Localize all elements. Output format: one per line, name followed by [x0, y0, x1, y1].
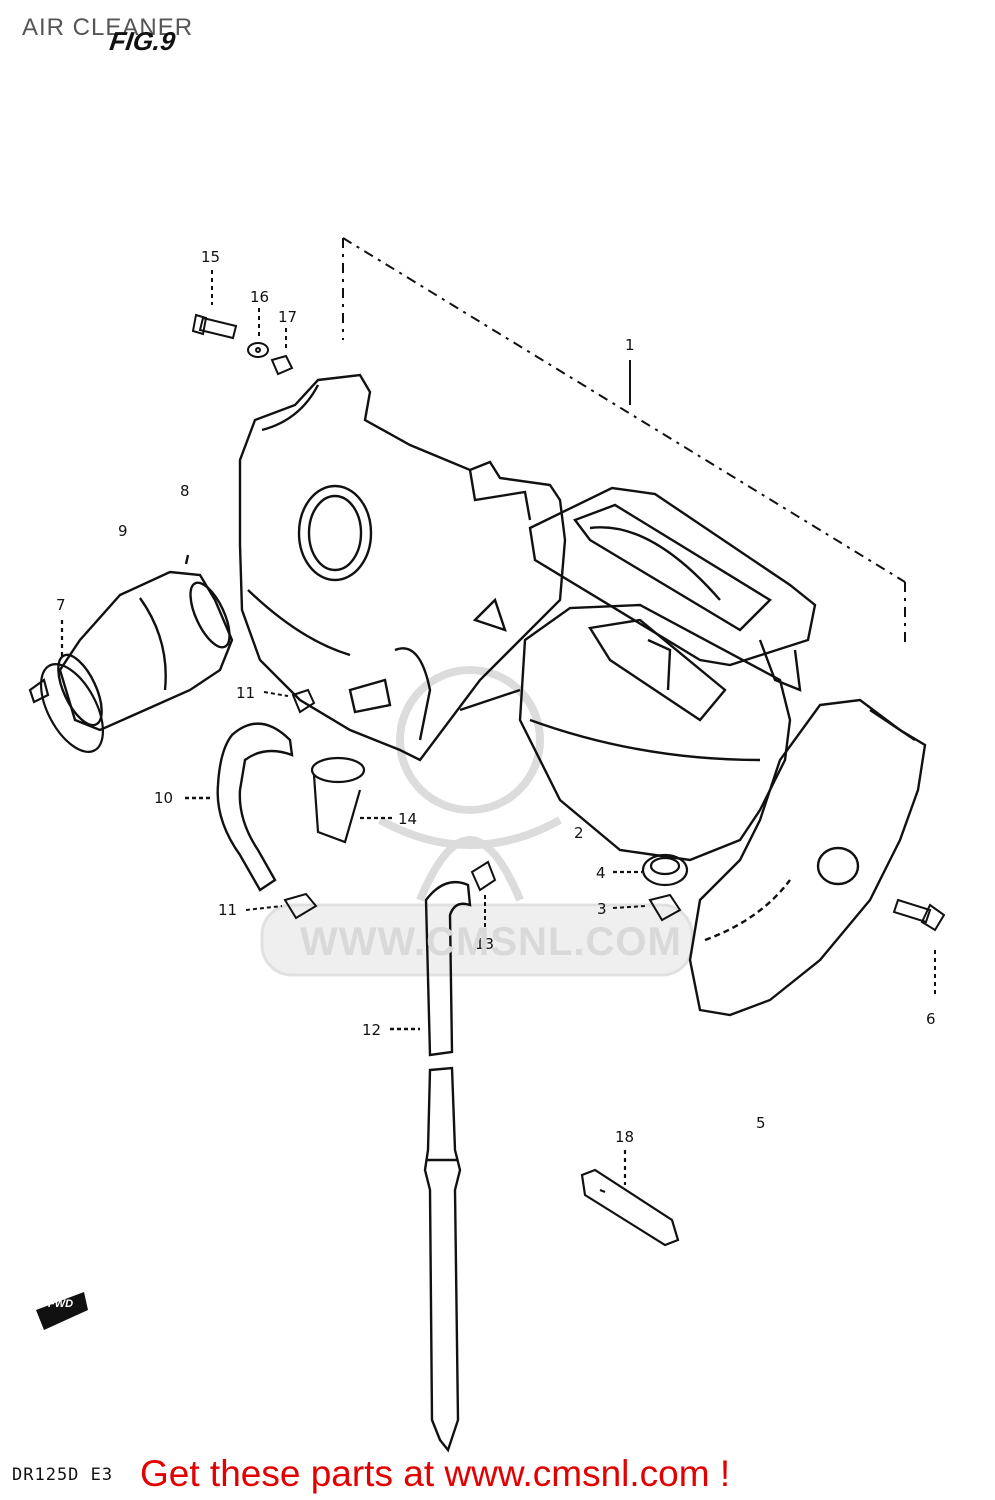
callout-8: 8 [180, 482, 190, 500]
clamp-3-icon [612, 893, 682, 922]
figure-label: FIG.9 [107, 26, 178, 56]
watermark-banner [260, 903, 694, 977]
clamp-13-icon [470, 860, 497, 930]
callout-3: 3 [597, 900, 607, 918]
bolt-15-icon [191, 270, 238, 340]
plug-14-icon [310, 756, 392, 844]
assembly-leader-lines [342, 237, 906, 648]
callout-11-upper: 11 [236, 684, 256, 702]
callout-2: 2 [574, 824, 584, 842]
nut-17-icon [270, 328, 294, 376]
callout-4: 4 [596, 864, 606, 882]
cta-link[interactable]: Get these parts at www.cmsnl.com ! [140, 1453, 731, 1494]
page-title: AIR CLEANER [22, 14, 194, 41]
callout-12: 12 [362, 1021, 382, 1039]
air-cleaner-element-2 [518, 603, 792, 862]
callout-11-lower: 11 [218, 901, 238, 919]
fwd-arrow-icon [36, 1292, 88, 1330]
drain-tube-12 [390, 880, 472, 1453]
callout-9: 9 [118, 522, 128, 540]
callout-5: 5 [756, 1114, 766, 1132]
element-frame-top [528, 486, 817, 692]
cms-watermark-logo [378, 666, 562, 902]
hose-10 [185, 722, 294, 892]
callout-1: 1 [625, 336, 635, 354]
screw-6-icon [892, 898, 946, 995]
clip-11-upper-icon [263, 688, 316, 714]
model-code: DR125D E3 [12, 1465, 114, 1485]
callout-18: 18 [615, 1128, 635, 1146]
callout-14: 14 [398, 810, 418, 828]
fwd-label: FWD [48, 1298, 74, 1310]
callout-6: 6 [926, 1010, 936, 1028]
air-cleaner-cover-5 [688, 698, 927, 1017]
callout-16: 16 [250, 288, 270, 306]
air-cleaner-case-8 [238, 373, 567, 762]
callout-15: 15 [201, 248, 221, 266]
callout-7: 7 [56, 596, 66, 614]
callout-17: 17 [278, 308, 298, 326]
watermark-text: WWW.CMSNL.COM [300, 920, 682, 964]
inlet-boot-9 [57, 554, 234, 732]
callout-10: 10 [154, 789, 174, 807]
callout-13: 13 [475, 935, 495, 953]
fwd-badge: FWD [38, 1292, 86, 1318]
clip-11-lower-icon [245, 892, 318, 920]
clamp-7-icon [28, 620, 105, 753]
washer-16-icon [247, 308, 269, 358]
plate-18-icon [580, 1150, 680, 1247]
grommet-4-icon [613, 853, 689, 887]
